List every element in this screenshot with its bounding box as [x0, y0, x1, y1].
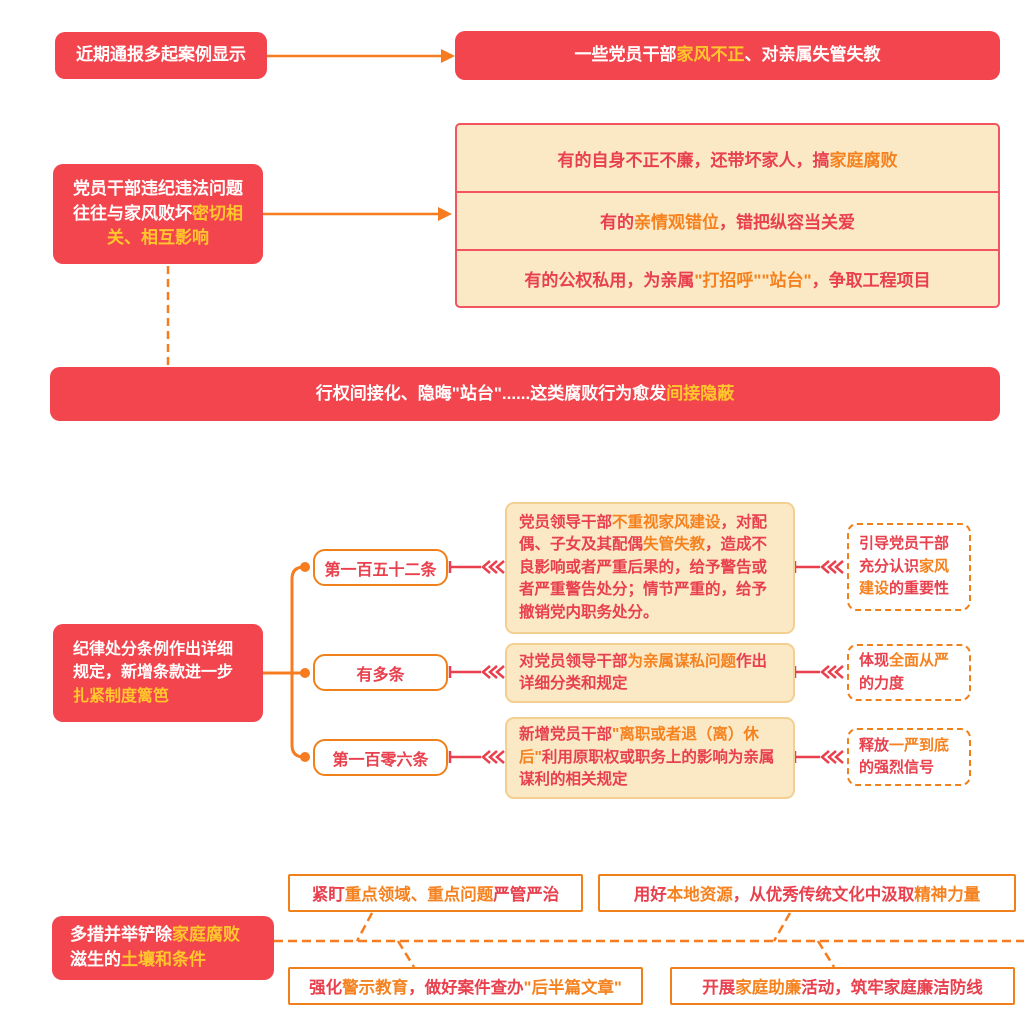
example-row-2: 有的亲情观错位，错把纵容当关爱 [457, 191, 998, 248]
chevron-connectors-body [448, 560, 505, 764]
measures-box: 多措并举铲除家庭腐败滋生的土壤和条件 [52, 916, 274, 980]
bracket-tree [263, 562, 310, 762]
article-note-multi: 体现全面从严的力度 [847, 644, 971, 701]
regulation-box: 纪律处分条例作出详细规定，新增条款进一步扎紧制度篱笆 [53, 624, 263, 722]
banner-box: 行权间接化、隐晦"站台"......这类腐败行为愈发间接隐蔽 [50, 367, 1000, 421]
article-body-106: 新增党员干部"离职或者退（离）休后"利用原职权或职务上的影响为亲属谋利的相关规定 [505, 717, 795, 799]
intro-result-box: 一些党员干部家风不正、对亲属失管失教 [455, 31, 1000, 80]
examples-panel: 有的自身不正不廉，还带坏家人，搞家庭腐败 有的亲情观错位，错把纵容当关爱 有的公… [455, 123, 1000, 308]
article-pill-152: 第一百五十二条 [313, 549, 448, 586]
example-row-1: 有的自身不正不廉，还带坏家人，搞家庭腐败 [557, 150, 898, 170]
problem-box: 党员干部违纪违法问题往往与家风败坏密切相关、相互影响 [53, 164, 263, 264]
article-note-152: 引导党员干部充分认识家风建设的重要性 [847, 523, 971, 611]
arrow-case-to-result [267, 49, 455, 63]
measure-box-3: 强化警示教育，做好案件查办"后半篇文章" [288, 967, 643, 1005]
article-note-106: 释放一严到底的强烈信号 [847, 728, 971, 786]
measure-box-2: 用好本地资源，从优秀传统文化中汲取精神力量 [598, 874, 1016, 912]
measure-box-1: 紧盯重点领域、重点问题严管严治 [288, 874, 583, 912]
intro-box: 近期通报多起案例显示 [55, 32, 267, 79]
article-body-multi: 对党员领导干部为亲属谋私问题作出详细分类和规定 [505, 643, 795, 703]
measure-box-4: 开展家庭助廉活动，筑牢家庭廉洁防线 [670, 967, 1015, 1005]
dashed-spine [274, 912, 1024, 968]
article-pill-106: 第一百零六条 [313, 739, 448, 776]
article-pill-multi: 有多条 [313, 654, 448, 691]
article-body-152: 党员领导干部不重视家风建设，对配偶、子女及其配偶失管失教，造成不良影响或者严重后… [505, 502, 795, 634]
arrow-problem-to-examples [263, 207, 452, 221]
chevron-connectors-note [793, 560, 844, 764]
example-row-3: 有的公权私用，为亲属"打招呼""站台"，争取工程项目 [457, 248, 998, 306]
